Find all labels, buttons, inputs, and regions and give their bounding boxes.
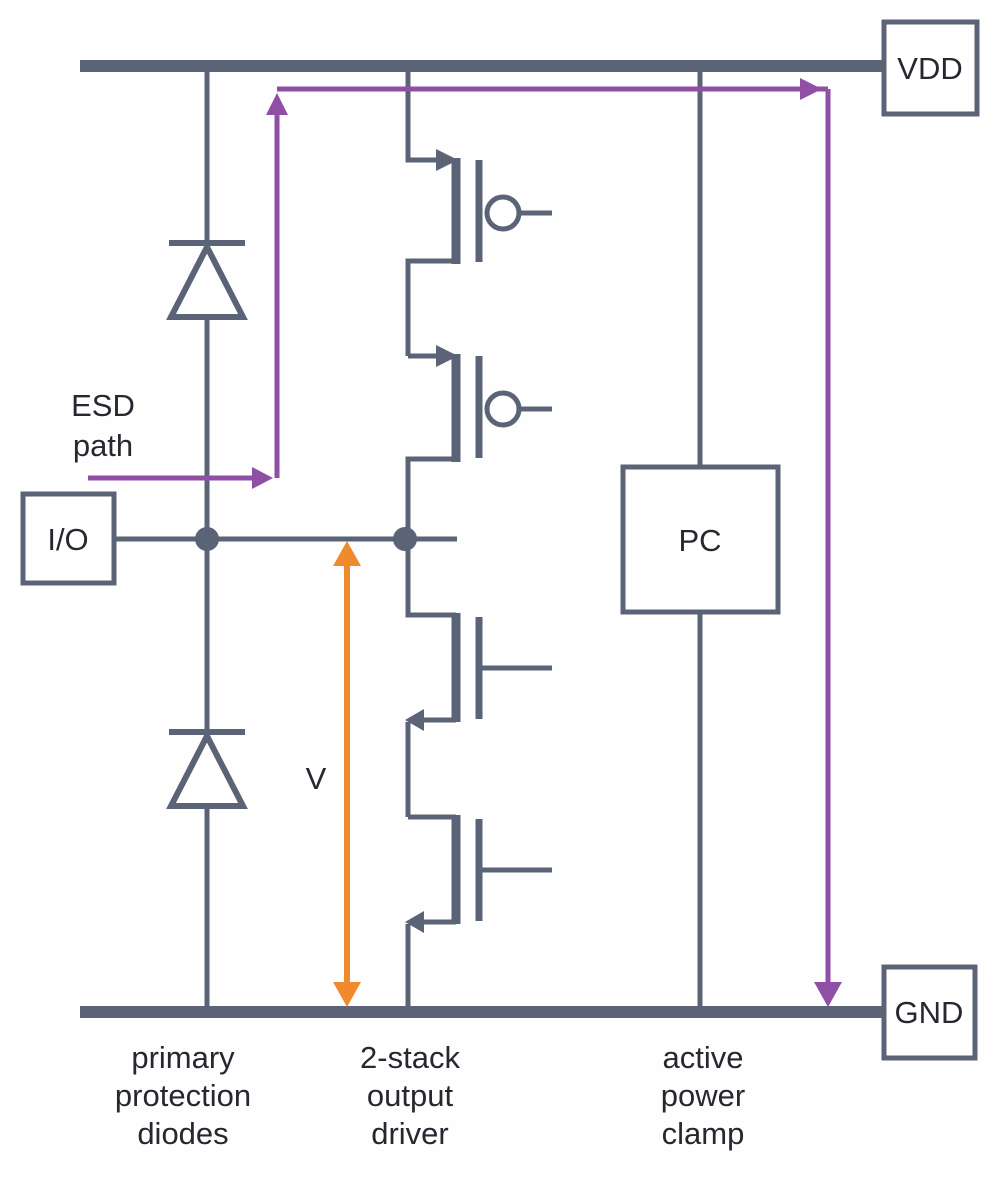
nmos-transistor-2 <box>405 814 552 1008</box>
pmos2-source-arrow <box>436 345 458 367</box>
caption-line: active <box>663 1040 744 1075</box>
voltage-arrow <box>333 541 361 1007</box>
output-driver-branch <box>405 70 552 1008</box>
esd-path-arrow <box>88 78 842 1007</box>
power-clamp-box <box>620 464 781 615</box>
pmos2-drain-lead <box>405 456 456 539</box>
junction-dot-driver <box>393 527 417 551</box>
io-box <box>20 491 117 586</box>
nmos-transistor-1 <box>405 539 552 817</box>
esd-arrowhead-down <box>814 982 842 1007</box>
io-terminal: I/O <box>20 491 117 586</box>
voltage-arrowhead-down <box>333 982 361 1007</box>
diode-to-vdd <box>166 240 248 320</box>
vdd-box <box>881 19 980 117</box>
caption-line: clamp <box>662 1116 745 1151</box>
gnd-label: GND <box>895 995 964 1030</box>
vdd-label: VDD <box>897 51 962 86</box>
pmos-transistor-1 <box>405 70 552 356</box>
diode-anode-triangle <box>166 240 248 320</box>
primary-protection-diode-branch <box>166 70 248 1008</box>
caption-line: diodes <box>137 1116 228 1151</box>
diode-anode-triangle <box>166 729 248 809</box>
esd-arrowhead-right-lower <box>252 467 273 489</box>
nmos1-source-arrow <box>405 709 424 731</box>
pmos1-drain-lead <box>405 258 456 356</box>
pmos2-gate-bubble <box>484 390 522 428</box>
caption-line: protection <box>115 1078 251 1113</box>
caption-primary-protection-diodes: primary protection diodes <box>115 1040 251 1151</box>
esd-path-label-line1: ESD <box>71 388 135 423</box>
esd-path-annotation: ESD path <box>71 388 135 463</box>
power-clamp-branch: PC <box>620 70 781 1008</box>
caption-2-stack-output-driver: 2-stack output driver <box>360 1040 460 1151</box>
diode-from-gnd <box>166 729 248 809</box>
gnd-box <box>881 964 978 1061</box>
gnd-terminal: GND <box>881 964 978 1061</box>
caption-line: primary <box>131 1040 235 1075</box>
nmos1-drain-lead <box>405 539 456 618</box>
io-label: I/O <box>47 522 88 557</box>
pmos-transistor-2 <box>405 345 552 539</box>
caption-line: driver <box>371 1116 449 1151</box>
caption-line: output <box>367 1078 454 1113</box>
voltage-arrowhead-up <box>333 541 361 566</box>
pmos1-source-arrow <box>436 149 458 171</box>
esd-path-label-line2: path <box>73 428 133 463</box>
esd-arrowhead-up <box>266 93 288 115</box>
caption-active-power-clamp: active power clamp <box>661 1040 745 1151</box>
voltage-label: V <box>306 761 327 796</box>
pmos1-source-lead <box>405 70 438 163</box>
caption-line: power <box>661 1078 745 1113</box>
vdd-terminal: VDD <box>881 19 980 117</box>
pmos1-gate-bubble <box>484 194 522 232</box>
power-clamp-label: PC <box>678 523 721 558</box>
nmos2-source-arrow <box>405 911 424 933</box>
esd-arrowhead-right-upper <box>800 78 822 100</box>
caption-line: 2-stack <box>360 1040 460 1075</box>
junction-dot-diodes <box>195 527 219 551</box>
